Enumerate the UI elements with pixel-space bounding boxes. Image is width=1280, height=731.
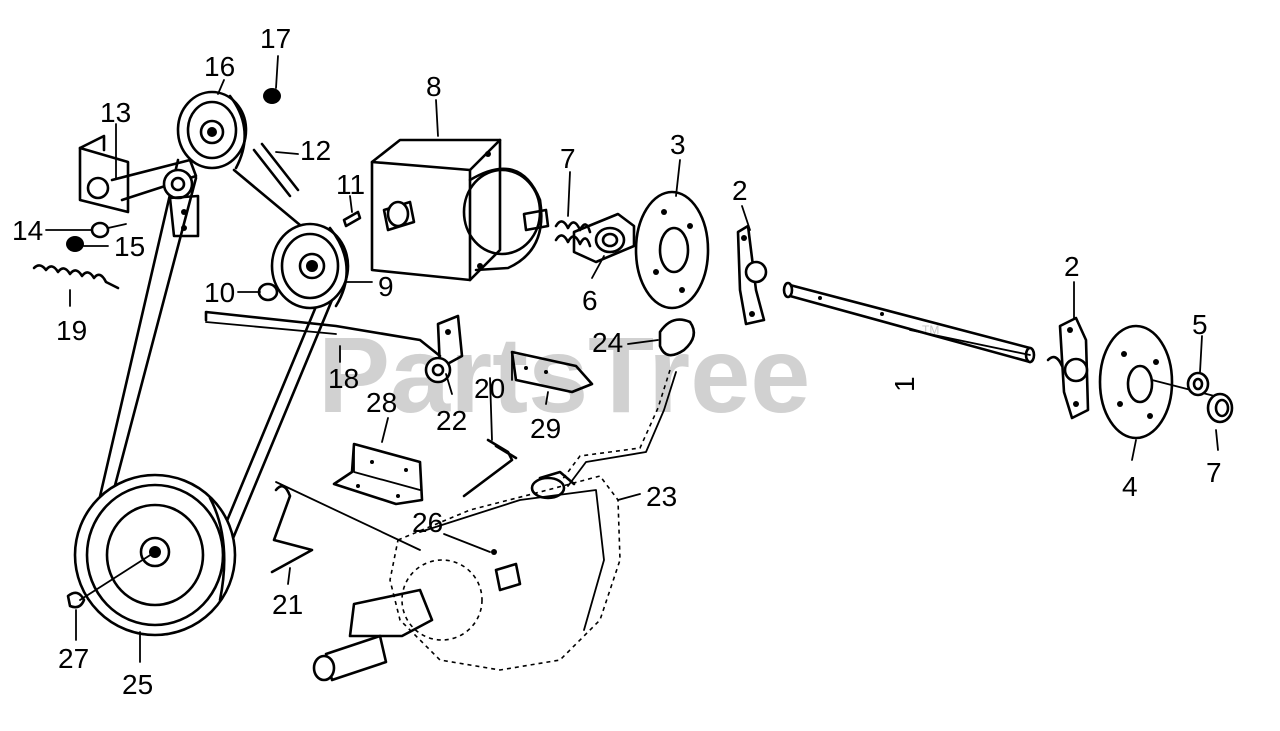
part-23-transmission[interactable] [275, 470, 621, 682]
callout-3: 3 [670, 129, 686, 160]
part-8-gearbox[interactable] [370, 138, 550, 282]
callout-18: 18 [328, 363, 359, 394]
part-27-key[interactable] [66, 591, 86, 609]
callout-4: 4 [1122, 471, 1138, 502]
drive-belt [96, 158, 334, 562]
part-16-idler-pulley[interactable] [176, 90, 248, 170]
callout-16: 16 [204, 51, 235, 82]
part-9-drive-pulley[interactable] [270, 222, 350, 310]
part-11-key[interactable] [342, 210, 362, 228]
part-10-nut[interactable] [257, 282, 279, 302]
part-29-plate[interactable] [510, 350, 594, 394]
part-1-shaft[interactable] [782, 281, 1036, 364]
part-17-nut[interactable] [263, 88, 281, 104]
part-2-hanger-bracket-right[interactable] [1046, 316, 1090, 420]
part-4-flange-plate[interactable] [1098, 324, 1231, 440]
part-13-idler-bracket[interactable] [78, 134, 200, 238]
callout-24: 24 [592, 327, 623, 358]
part-24-knob[interactable] [658, 318, 696, 357]
callout-8: 8 [426, 71, 442, 102]
part-3-flange-plate[interactable] [634, 190, 710, 310]
callout-19: 19 [56, 315, 87, 346]
part-6-flange-bearing[interactable] [572, 212, 636, 264]
callout-26: 26 [412, 507, 443, 538]
callout-22: 22 [436, 405, 467, 436]
callout-21: 21 [272, 589, 303, 620]
part-22-shift-bracket[interactable] [424, 314, 464, 384]
callout-10: 10 [204, 277, 235, 308]
callout-15: 15 [114, 231, 145, 262]
callout-6: 6 [582, 285, 598, 316]
callout-7-right: 7 [1206, 457, 1222, 488]
part-20-bent-rod[interactable] [462, 438, 518, 498]
callout-2-right: 2 [1064, 251, 1080, 282]
callout-1: 1 [889, 376, 920, 392]
part-7-bearing[interactable] [1206, 392, 1234, 424]
callout-29: 29 [530, 413, 561, 444]
callout-20: 20 [474, 373, 505, 404]
shift-lever [561, 369, 677, 487]
callout-25: 25 [122, 669, 153, 700]
callout-11: 11 [336, 169, 365, 200]
callout-23: 23 [646, 481, 677, 512]
callout-7-left: 7 [560, 143, 576, 174]
part-26-bolt[interactable] [491, 549, 497, 555]
part-28-mounting-bracket[interactable] [332, 442, 424, 506]
callout-27: 27 [58, 643, 89, 674]
part-25-large-pulley[interactable] [73, 473, 237, 637]
part-15-nut[interactable] [66, 236, 84, 252]
callout-17: 17 [260, 23, 291, 54]
callout-13: 13 [100, 97, 131, 128]
part-5-collar[interactable] [1186, 371, 1210, 397]
callout-12: 12 [300, 135, 331, 166]
leader-lines [45, 55, 1219, 663]
callout-2-left: 2 [732, 175, 748, 206]
callout-labels: 1 2 2 3 4 5 6 7 7 8 9 10 11 12 13 14 15 … [12, 23, 1222, 700]
callout-5: 5 [1192, 309, 1208, 340]
part-2-hanger-bracket-left[interactable] [736, 224, 768, 326]
part-19-spring[interactable] [32, 264, 120, 290]
watermark-text: PartsTree [318, 314, 810, 435]
part-21-spring-rod[interactable] [270, 484, 314, 574]
callout-9: 9 [378, 271, 394, 302]
callout-14: 14 [12, 215, 43, 246]
callout-28: 28 [366, 387, 397, 418]
part-18-shift-rod[interactable] [204, 310, 442, 358]
